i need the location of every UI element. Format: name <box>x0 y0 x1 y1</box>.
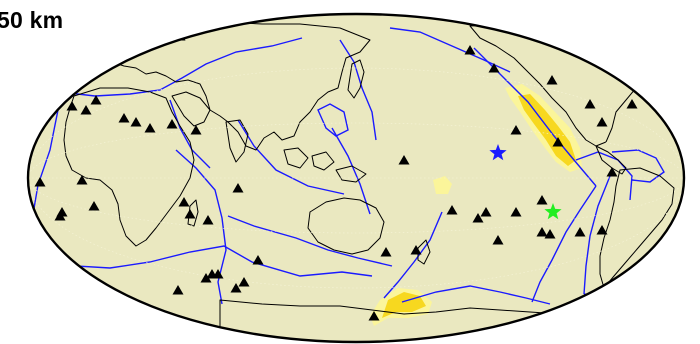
triangle-icon <box>184 209 196 219</box>
triangle-icon <box>368 311 380 321</box>
triangle-icon <box>546 75 558 85</box>
triangle-icon <box>596 225 608 235</box>
plate-boundary-western-pacific <box>331 127 371 215</box>
receiver-star-icon <box>544 203 562 220</box>
station-layer <box>34 31 638 321</box>
graticule <box>28 67 684 289</box>
coastline-india <box>225 119 249 163</box>
triangle-icon <box>536 227 548 237</box>
triangle-icon <box>626 99 638 109</box>
triangle-icon <box>172 285 184 295</box>
triangle-icon <box>202 215 214 225</box>
event-markers <box>489 144 562 220</box>
triangle-icon <box>230 283 242 293</box>
plate-boundary-southeast-indian <box>227 215 393 267</box>
coastline-australia <box>307 197 385 255</box>
anomaly-patch-northeast-pacific-core <box>518 94 576 166</box>
map-title: 50 km <box>0 7 64 33</box>
triangle-icon <box>596 117 608 127</box>
triangle-icon <box>584 99 596 109</box>
triangle-icon <box>492 235 504 245</box>
velocity-anomaly-layer <box>370 84 582 326</box>
triangle-icon <box>510 207 522 217</box>
plate-boundary-sunda-arc <box>237 119 345 195</box>
triangle-icon <box>178 197 190 207</box>
triangle-icon <box>200 273 212 283</box>
plate-boundary-aleutian <box>389 27 511 73</box>
triangle-icon <box>510 125 522 135</box>
coastline-central-america <box>595 145 627 175</box>
triangle-icon <box>472 213 484 223</box>
triangle-icon <box>88 201 100 211</box>
plate-boundary-eurasia-africa <box>59 37 303 97</box>
graticule-line <box>28 122 684 234</box>
triangle-icon <box>76 175 88 185</box>
coastline-africa <box>63 87 195 247</box>
plate-boundary-philippine <box>339 39 377 141</box>
plate-boundary-east-africa <box>169 99 211 169</box>
coastline-japan <box>347 59 365 99</box>
triangle-icon <box>166 119 178 129</box>
anomaly-patch-central-pacific <box>433 176 452 194</box>
plate-boundary-caribbean <box>611 149 665 183</box>
triangle-icon <box>606 167 618 177</box>
triangle-icon <box>34 177 46 187</box>
triangle-icon <box>480 207 492 217</box>
triangle-icon <box>54 211 66 221</box>
coastline-south-america <box>599 167 675 289</box>
triangle-icon <box>552 137 564 147</box>
triangle-icon <box>252 255 264 265</box>
plate-boundary-kermadec <box>383 211 443 299</box>
triangle-icon <box>232 183 244 193</box>
plate-boundary-south-pacific <box>401 285 551 305</box>
triangle-icon <box>488 63 500 73</box>
coastline-madagascar <box>187 199 199 227</box>
map-border <box>26 12 686 344</box>
triangle-icon <box>130 117 142 127</box>
triangle-icon <box>574 227 586 237</box>
triangle-icon <box>238 277 250 287</box>
coastline-new-zealand <box>417 239 431 265</box>
triangle-icon <box>118 113 130 123</box>
triangle-icon <box>66 101 78 111</box>
triangle-icon <box>464 45 476 55</box>
triangle-icon <box>544 229 556 239</box>
coastline-arabia <box>171 91 211 127</box>
triangle-icon <box>380 247 392 257</box>
triangle-icon <box>90 95 102 105</box>
plate-boundary-indian-ridge <box>175 149 227 305</box>
graticule-line <box>28 67 684 289</box>
plate-boundary-east-pacific-rise <box>531 185 597 303</box>
triangle-icon <box>190 125 202 135</box>
triangle-icon <box>212 269 224 279</box>
triangle-icon <box>446 205 458 215</box>
plate-boundary-andes <box>583 175 611 295</box>
coastline-greenland <box>609 14 667 41</box>
triangle-icon <box>398 155 410 165</box>
plate-boundary-philippine-west <box>317 103 349 137</box>
coastline-eurasia <box>91 21 371 151</box>
triangle-icon <box>80 105 92 115</box>
triangle-icon <box>536 195 548 205</box>
triangle-icon <box>144 123 156 133</box>
source-star-icon <box>489 144 507 161</box>
triangle-icon <box>410 245 422 255</box>
plate-boundary-southwest-indian <box>59 245 373 277</box>
